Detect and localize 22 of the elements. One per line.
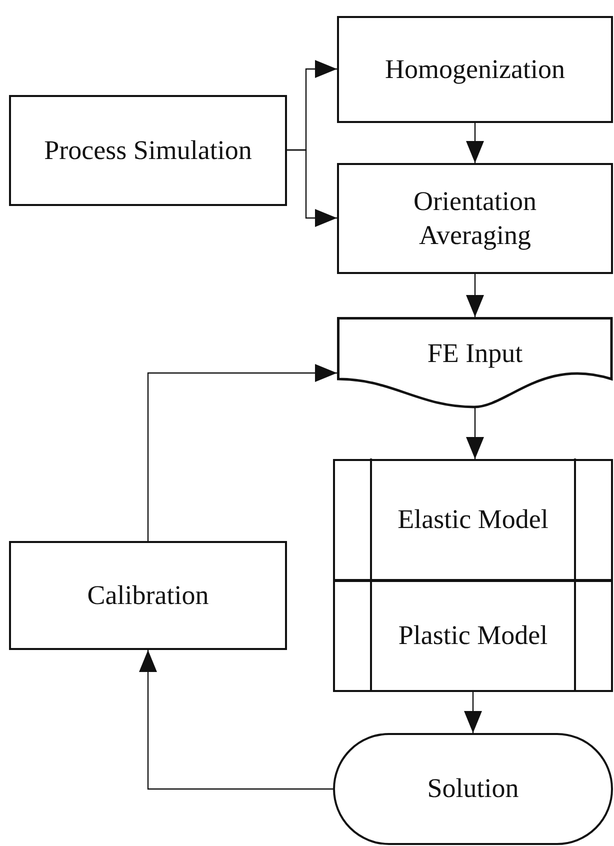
arrow bbox=[466, 123, 484, 163]
arrow bbox=[464, 692, 482, 733]
process-box bbox=[9, 541, 287, 650]
arrow bbox=[147, 364, 337, 541]
arrow bbox=[466, 407, 484, 459]
node-label: Plastic Model bbox=[398, 619, 548, 652]
process-box bbox=[337, 16, 613, 123]
arrow bbox=[466, 274, 484, 317]
predefined-process-box bbox=[333, 459, 613, 581]
arrow bbox=[139, 650, 333, 790]
terminator-shape bbox=[333, 733, 613, 845]
node-label: Solution bbox=[427, 772, 519, 806]
node-label: Calibration bbox=[87, 578, 209, 612]
process-box bbox=[337, 163, 613, 274]
node-label: Orientation Averaging bbox=[412, 184, 538, 252]
arrow bbox=[287, 149, 337, 227]
process-box bbox=[9, 95, 287, 206]
predefined-process-box bbox=[333, 580, 613, 692]
node-label: Homogenization bbox=[385, 52, 565, 86]
node-label: Elastic Model bbox=[398, 503, 548, 536]
node-label: FE Input bbox=[427, 337, 523, 370]
node-label: Process Simulation bbox=[44, 134, 252, 167]
